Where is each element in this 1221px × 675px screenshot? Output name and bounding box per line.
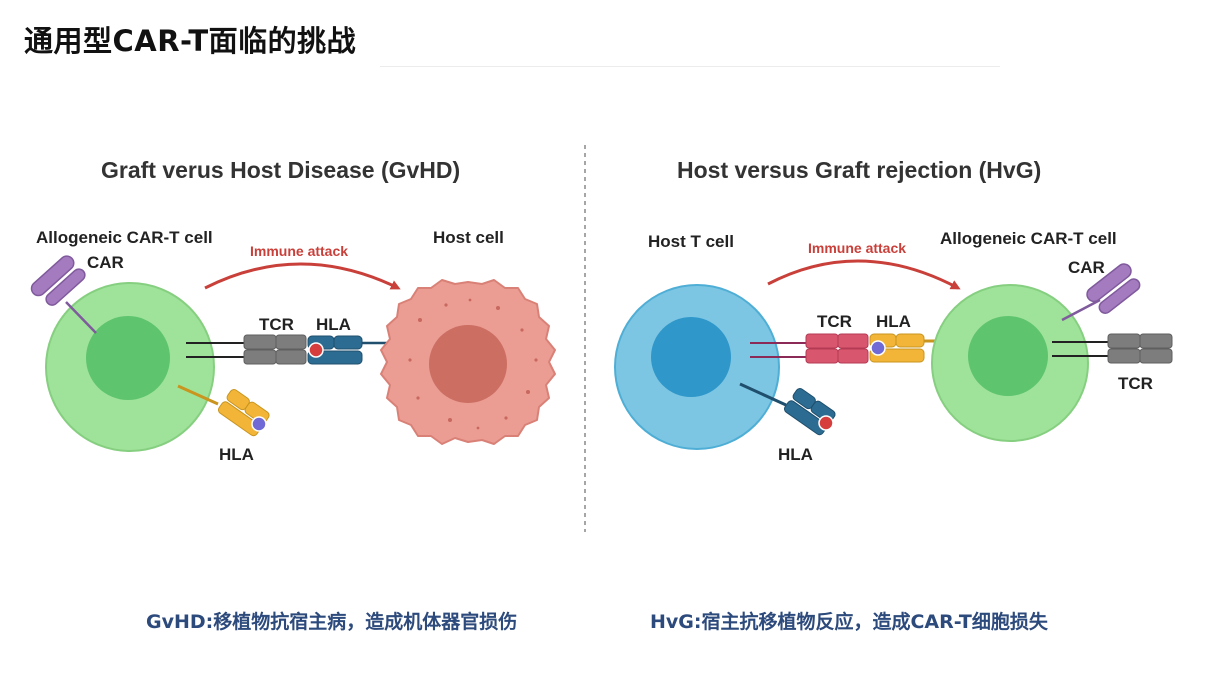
gvhd-hla-own-label: HLA	[219, 445, 254, 464]
hvg-tcr	[750, 333, 869, 364]
gvhd-car-receptor	[30, 255, 97, 334]
gvhd-donor-cell-label: Allogeneic CAR-T cell	[36, 228, 213, 247]
title-divider	[380, 66, 1000, 67]
gvhd-car-label: CAR	[87, 253, 124, 272]
hvg-donor-tcr-label: TCR	[1118, 374, 1153, 393]
gvhd-host-speckles	[408, 298, 538, 430]
hvg-host-cell-label: Host T cell	[648, 232, 734, 251]
hvg-car-t-cell	[931, 284, 1089, 442]
slide-title: 通用型CAR-T面临的挑战	[24, 24, 357, 58]
gvhd-host-cell	[380, 279, 556, 445]
hvg-host-peptide	[818, 415, 834, 431]
hvg-car-receptor	[1061, 263, 1141, 322]
gvhd-hla-bound-label: HLA	[316, 315, 351, 334]
hvg-donor-cell-label: Allogeneic CAR-T cell	[940, 229, 1117, 248]
gvhd-car-t-nucleus	[86, 316, 170, 400]
hvg-attack-arrow	[767, 259, 961, 290]
hvg-attack-label: Immune attack	[808, 240, 906, 256]
hvg-hla-host	[739, 382, 836, 436]
hvg-donor-tcr	[1052, 333, 1173, 364]
hvg-car-t-nucleus	[968, 316, 1048, 396]
gvhd-panel: Graft verus Host Disease (GvHD) Allogene…	[30, 157, 556, 464]
gvhd-tcr	[186, 334, 307, 365]
gvhd-attack-arrow	[204, 262, 401, 290]
hvg-host-t-cell	[614, 284, 780, 450]
hvg-bound-peptide	[870, 340, 886, 356]
gvhd-hla-bound	[307, 335, 406, 365]
gvhd-attack-label: Immune attack	[250, 243, 348, 259]
gvhd-host-nucleus	[429, 325, 507, 403]
hvg-host-t-nucleus	[651, 317, 731, 397]
gvhd-title: Graft verus Host Disease (GvHD)	[101, 157, 460, 183]
gvhd-hla-own	[177, 384, 270, 437]
gvhd-bound-peptide	[308, 342, 324, 358]
hvg-car-label: CAR	[1068, 258, 1105, 277]
hvg-panel: Host versus Graft rejection (HvG) Host T…	[614, 157, 1173, 464]
hvg-hla-host-label: HLA	[778, 445, 813, 464]
gvhd-own-peptide	[251, 416, 267, 432]
hvg-hla-bound	[869, 333, 970, 363]
gvhd-tcr-label: TCR	[259, 315, 294, 334]
hvg-caption: HvG:宿主抗移植物反应，造成CAR-T细胞损失	[650, 611, 1048, 633]
hvg-title: Host versus Graft rejection (HvG)	[677, 157, 1041, 183]
hvg-hla-bound-label: HLA	[876, 312, 911, 331]
gvhd-caption: GvHD:移植物抗宿主病，造成机体器官损伤	[146, 611, 518, 633]
hvg-tcr-label: TCR	[817, 312, 852, 331]
gvhd-host-cell-label: Host cell	[433, 228, 504, 247]
